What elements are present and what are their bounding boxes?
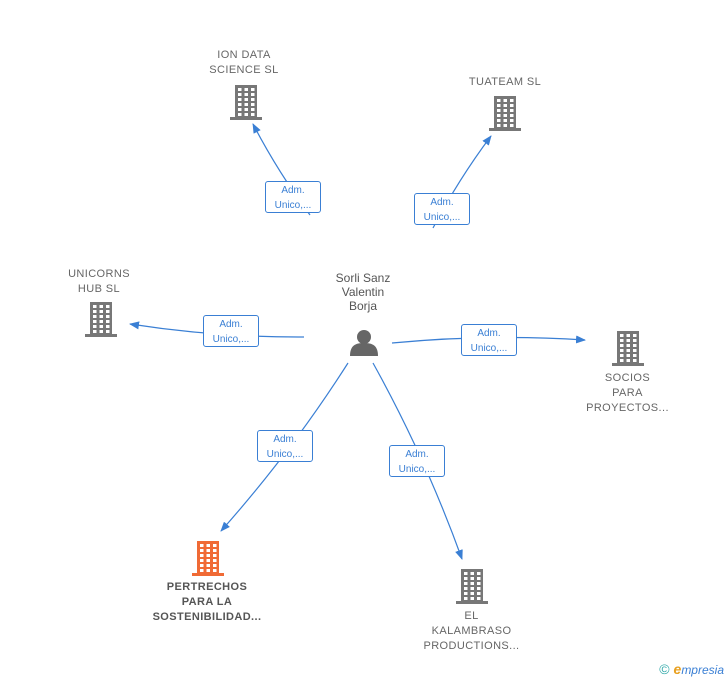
role-badge-pertrechos[interactable]: Adm. Unico,... [257,430,313,462]
copyright-symbol: © [659,661,670,677]
company-name-unicorns[interactable]: UNICORNS HUB SL [68,268,130,295]
role-badge-tuateam[interactable]: Adm. Unico,... [414,193,470,225]
building-icon[interactable] [612,331,644,366]
person-name[interactable]: Sorli Sanz Valentin Borja [335,271,391,313]
building-icon[interactable] [85,302,117,337]
role-badge-socios[interactable]: Adm. Unico,... [461,324,517,356]
building-icon[interactable] [456,569,488,604]
company-name-ion[interactable]: ION DATA SCIENCE SL [209,49,279,76]
role-badge-kalambraso[interactable]: Adm. Unico,... [389,445,445,477]
company-name-socios[interactable]: SOCIOS PARA PROYECTOS... [586,372,669,414]
empresia-logo: ©empresia [659,661,724,677]
role-badge-ion[interactable]: Adm. Unico,... [265,181,321,213]
building-icon[interactable] [489,96,521,131]
person-icon[interactable] [350,330,378,356]
building-icon[interactable] [192,541,224,576]
role-badge-unicorns[interactable]: Adm. Unico,... [203,315,259,347]
company-name-tuateam[interactable]: TUATEAM SL [468,76,542,88]
company-name-pertrechos[interactable]: PERTRECHOS PARA LA SOSTENIBILIDAD... [152,581,262,623]
brand-name: mpresia [681,663,724,677]
company-name-kalambraso[interactable]: EL KALAMBRASO PRODUCTIONS... [423,610,520,652]
building-icon[interactable] [230,85,262,120]
brand-initial: e [673,661,682,677]
